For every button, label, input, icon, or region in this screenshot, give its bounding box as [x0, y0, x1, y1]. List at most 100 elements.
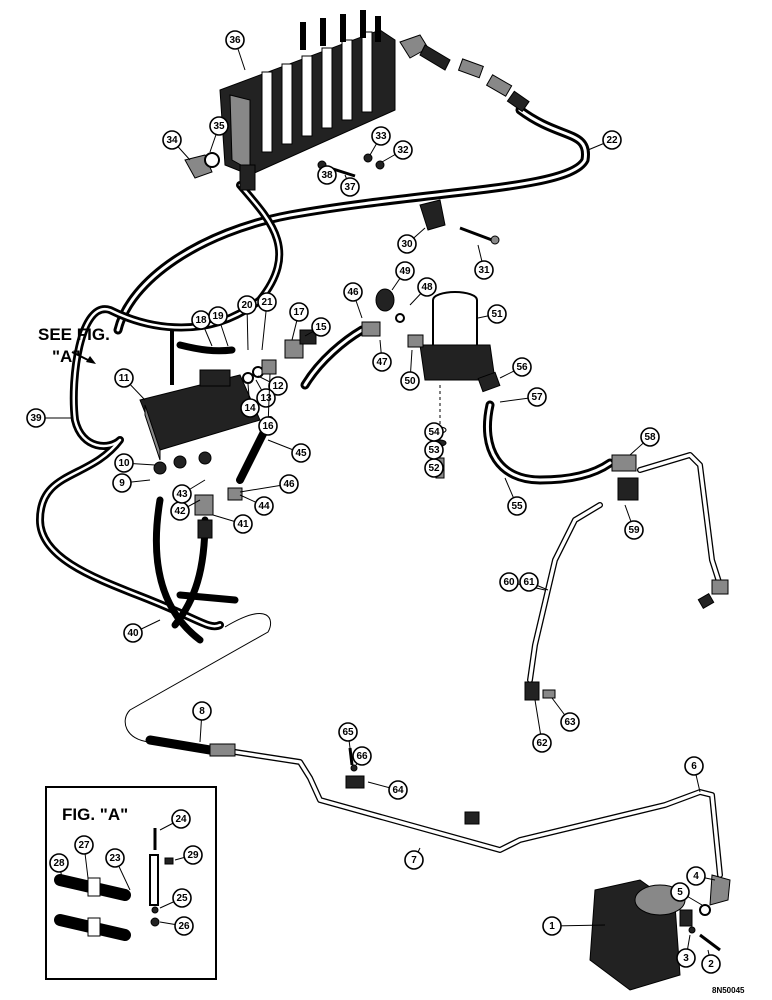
callout-circle: [542, 916, 562, 936]
callout-46: 46: [279, 474, 299, 494]
callout-55: 55: [507, 496, 527, 516]
callout-circle: [74, 835, 94, 855]
callout-number: 49: [399, 266, 411, 277]
callout-circle: [279, 474, 299, 494]
callout-11: 11: [114, 368, 134, 388]
bracket-23: [149, 854, 159, 906]
callout-number: 65: [342, 727, 354, 738]
callout-34: 34: [162, 130, 182, 150]
callout-circle: [701, 954, 721, 974]
reference-code: 8N50045: [712, 986, 745, 995]
callout-number: 6: [691, 761, 697, 772]
callout-circle: [172, 484, 192, 504]
callout-number: 38: [321, 170, 333, 181]
callout-circle: [26, 408, 46, 428]
callout-number: 21: [261, 297, 273, 308]
callout-7: 7: [404, 850, 424, 870]
arrow-icon: [71, 351, 96, 364]
fig-a-title: FIG. "A": [62, 805, 128, 824]
callout-number: 13: [260, 393, 272, 404]
callout-circle: [174, 916, 194, 936]
callout-10: 10: [114, 453, 134, 473]
callout-circle: [317, 165, 337, 185]
oring-5: [699, 904, 711, 916]
callout-circle: [487, 304, 507, 324]
callout-2: 2: [701, 954, 721, 974]
clamp-30: [419, 199, 446, 231]
callout-number: 35: [213, 121, 225, 132]
callout-23: 23: [105, 848, 125, 868]
callout-63: 63: [560, 712, 580, 732]
callout-circle: [123, 623, 143, 643]
callout-number: 61: [523, 577, 535, 588]
callout-number: 5: [677, 887, 683, 898]
callout-circle: [512, 357, 532, 377]
callout-number: 45: [295, 448, 307, 459]
callout-circle: [162, 130, 182, 150]
callout-number: 7: [411, 855, 417, 866]
callout-circle: [532, 733, 552, 753]
callout-42: 42: [170, 501, 190, 521]
tube-58: [637, 452, 723, 588]
callout-number: 47: [376, 357, 388, 368]
callout-number: 40: [127, 628, 139, 639]
callout-number: 32: [397, 145, 409, 156]
callout-29: 29: [183, 845, 203, 865]
tee-58: [611, 454, 639, 501]
callout-number: 39: [30, 413, 42, 424]
hose-22: [113, 105, 591, 335]
callout-number: 59: [628, 525, 640, 536]
callout-32: 32: [393, 140, 413, 160]
callout-number: 54: [428, 427, 440, 438]
callout-27: 27: [74, 835, 94, 855]
callout-circle: [371, 126, 391, 146]
callout-1: 1: [542, 916, 562, 936]
callout-circle: [268, 376, 288, 396]
bolt-2: [699, 933, 721, 952]
callout-44: 44: [254, 496, 274, 516]
callout-number: 33: [375, 131, 387, 142]
callout-circle: [311, 317, 331, 337]
callout-circle: [602, 130, 622, 150]
callout-37: 37: [340, 177, 360, 197]
clip-29: [164, 857, 174, 865]
callout-65: 65: [338, 722, 358, 742]
see-fig-label: SEE FIG.: [38, 325, 110, 344]
oring-48: [395, 313, 405, 323]
callout-19: 19: [208, 306, 228, 326]
callout-number: 34: [166, 135, 178, 146]
callout-number: 66: [356, 751, 368, 762]
cap-49: [375, 288, 395, 312]
elbow-fitting-top: [399, 34, 451, 71]
callout-circle: [424, 422, 444, 442]
callout-circle: [640, 427, 660, 447]
callout-40: 40: [123, 623, 143, 643]
callout-5: 5: [670, 882, 690, 902]
callout-61: 61: [519, 572, 539, 592]
filter-51: [419, 291, 496, 381]
callout-circle: [560, 712, 580, 732]
hose-18-19: [176, 341, 236, 355]
callout-6: 6: [684, 756, 704, 776]
callout-28: 28: [49, 853, 69, 873]
callout-circle: [171, 809, 191, 829]
callout-33: 33: [371, 126, 391, 146]
fitting-right-end: [697, 579, 729, 610]
callout-circle: [289, 302, 309, 322]
callout-14: 14: [240, 398, 260, 418]
callout-circle: [372, 352, 392, 372]
callout-number: 62: [536, 738, 548, 749]
callout-number: 55: [511, 501, 523, 512]
screw-65: [348, 747, 354, 766]
callout-number: 52: [428, 463, 440, 474]
callout-circle: [684, 756, 704, 776]
see-fig-letter: "A": [52, 347, 80, 366]
callout-number: 46: [283, 479, 295, 490]
callout-56: 56: [512, 357, 532, 377]
callout-circle: [209, 116, 229, 136]
tube-60-61: [527, 502, 603, 683]
callout-24: 24: [171, 809, 191, 829]
routing-line: [124, 613, 272, 743]
callout-31: 31: [474, 260, 494, 280]
